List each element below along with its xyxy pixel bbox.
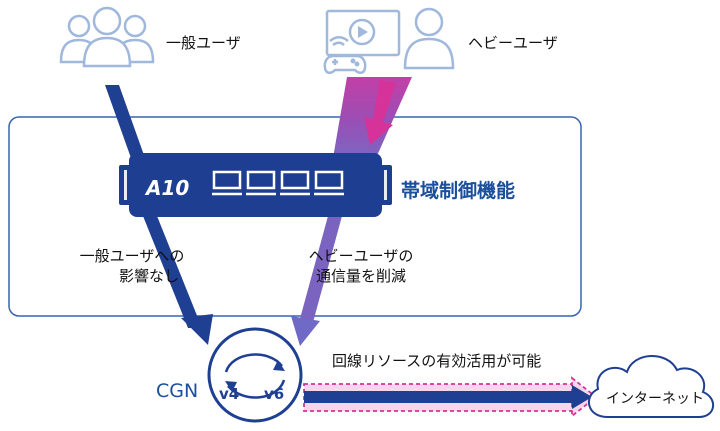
video-monitor-icon	[325, 9, 401, 57]
resource-message: 回線リソースの有効活用が可能	[332, 352, 542, 370]
general-users-icon	[59, 6, 155, 68]
cgn-node: v4 v6	[207, 327, 303, 423]
internet-flow-arrow	[303, 376, 598, 418]
cgn-label: CGN	[156, 380, 199, 402]
bandwidth-control-label: 帯域制御機能	[401, 180, 516, 202]
a10-brand: A10	[144, 176, 189, 200]
general-impact-note: 一般ユーザへの 影響なし	[58, 246, 206, 286]
heavy-user-flow-band	[333, 77, 412, 158]
general-user-flow-upper	[105, 85, 145, 158]
heavy-reduction-line2: 通信量を削減	[315, 267, 406, 285]
control-area-frame	[8, 116, 582, 317]
heavy-reduction-line1: ヘビーユーザの	[308, 247, 414, 265]
gamepad-icon	[323, 54, 367, 74]
reduce-arrow	[364, 80, 396, 145]
heavy-user-flow-lower	[298, 216, 342, 326]
cgn-v6: v6	[264, 385, 284, 403]
heavy-reduction-note: ヘビーユーザの 通信量を削減	[296, 246, 426, 286]
internet-cloud	[587, 355, 714, 418]
general-user-flow-lower	[143, 216, 202, 328]
heavy-user-icon	[403, 7, 455, 70]
heavy-user-label: ヘビーユーザ	[468, 34, 558, 52]
port-icons	[212, 170, 344, 196]
a10-device: A10	[119, 153, 392, 217]
internet-label: インターネット	[606, 391, 704, 407]
general-impact-line1: 一般ユーザへの	[79, 247, 185, 265]
general-impact-line2: 影響なし	[118, 267, 179, 285]
heavy-user-arrowhead	[291, 316, 320, 346]
general-user-label: 一般ユーザ	[166, 34, 241, 52]
cgn-v4: v4	[219, 385, 239, 403]
general-user-arrowhead	[181, 314, 213, 345]
